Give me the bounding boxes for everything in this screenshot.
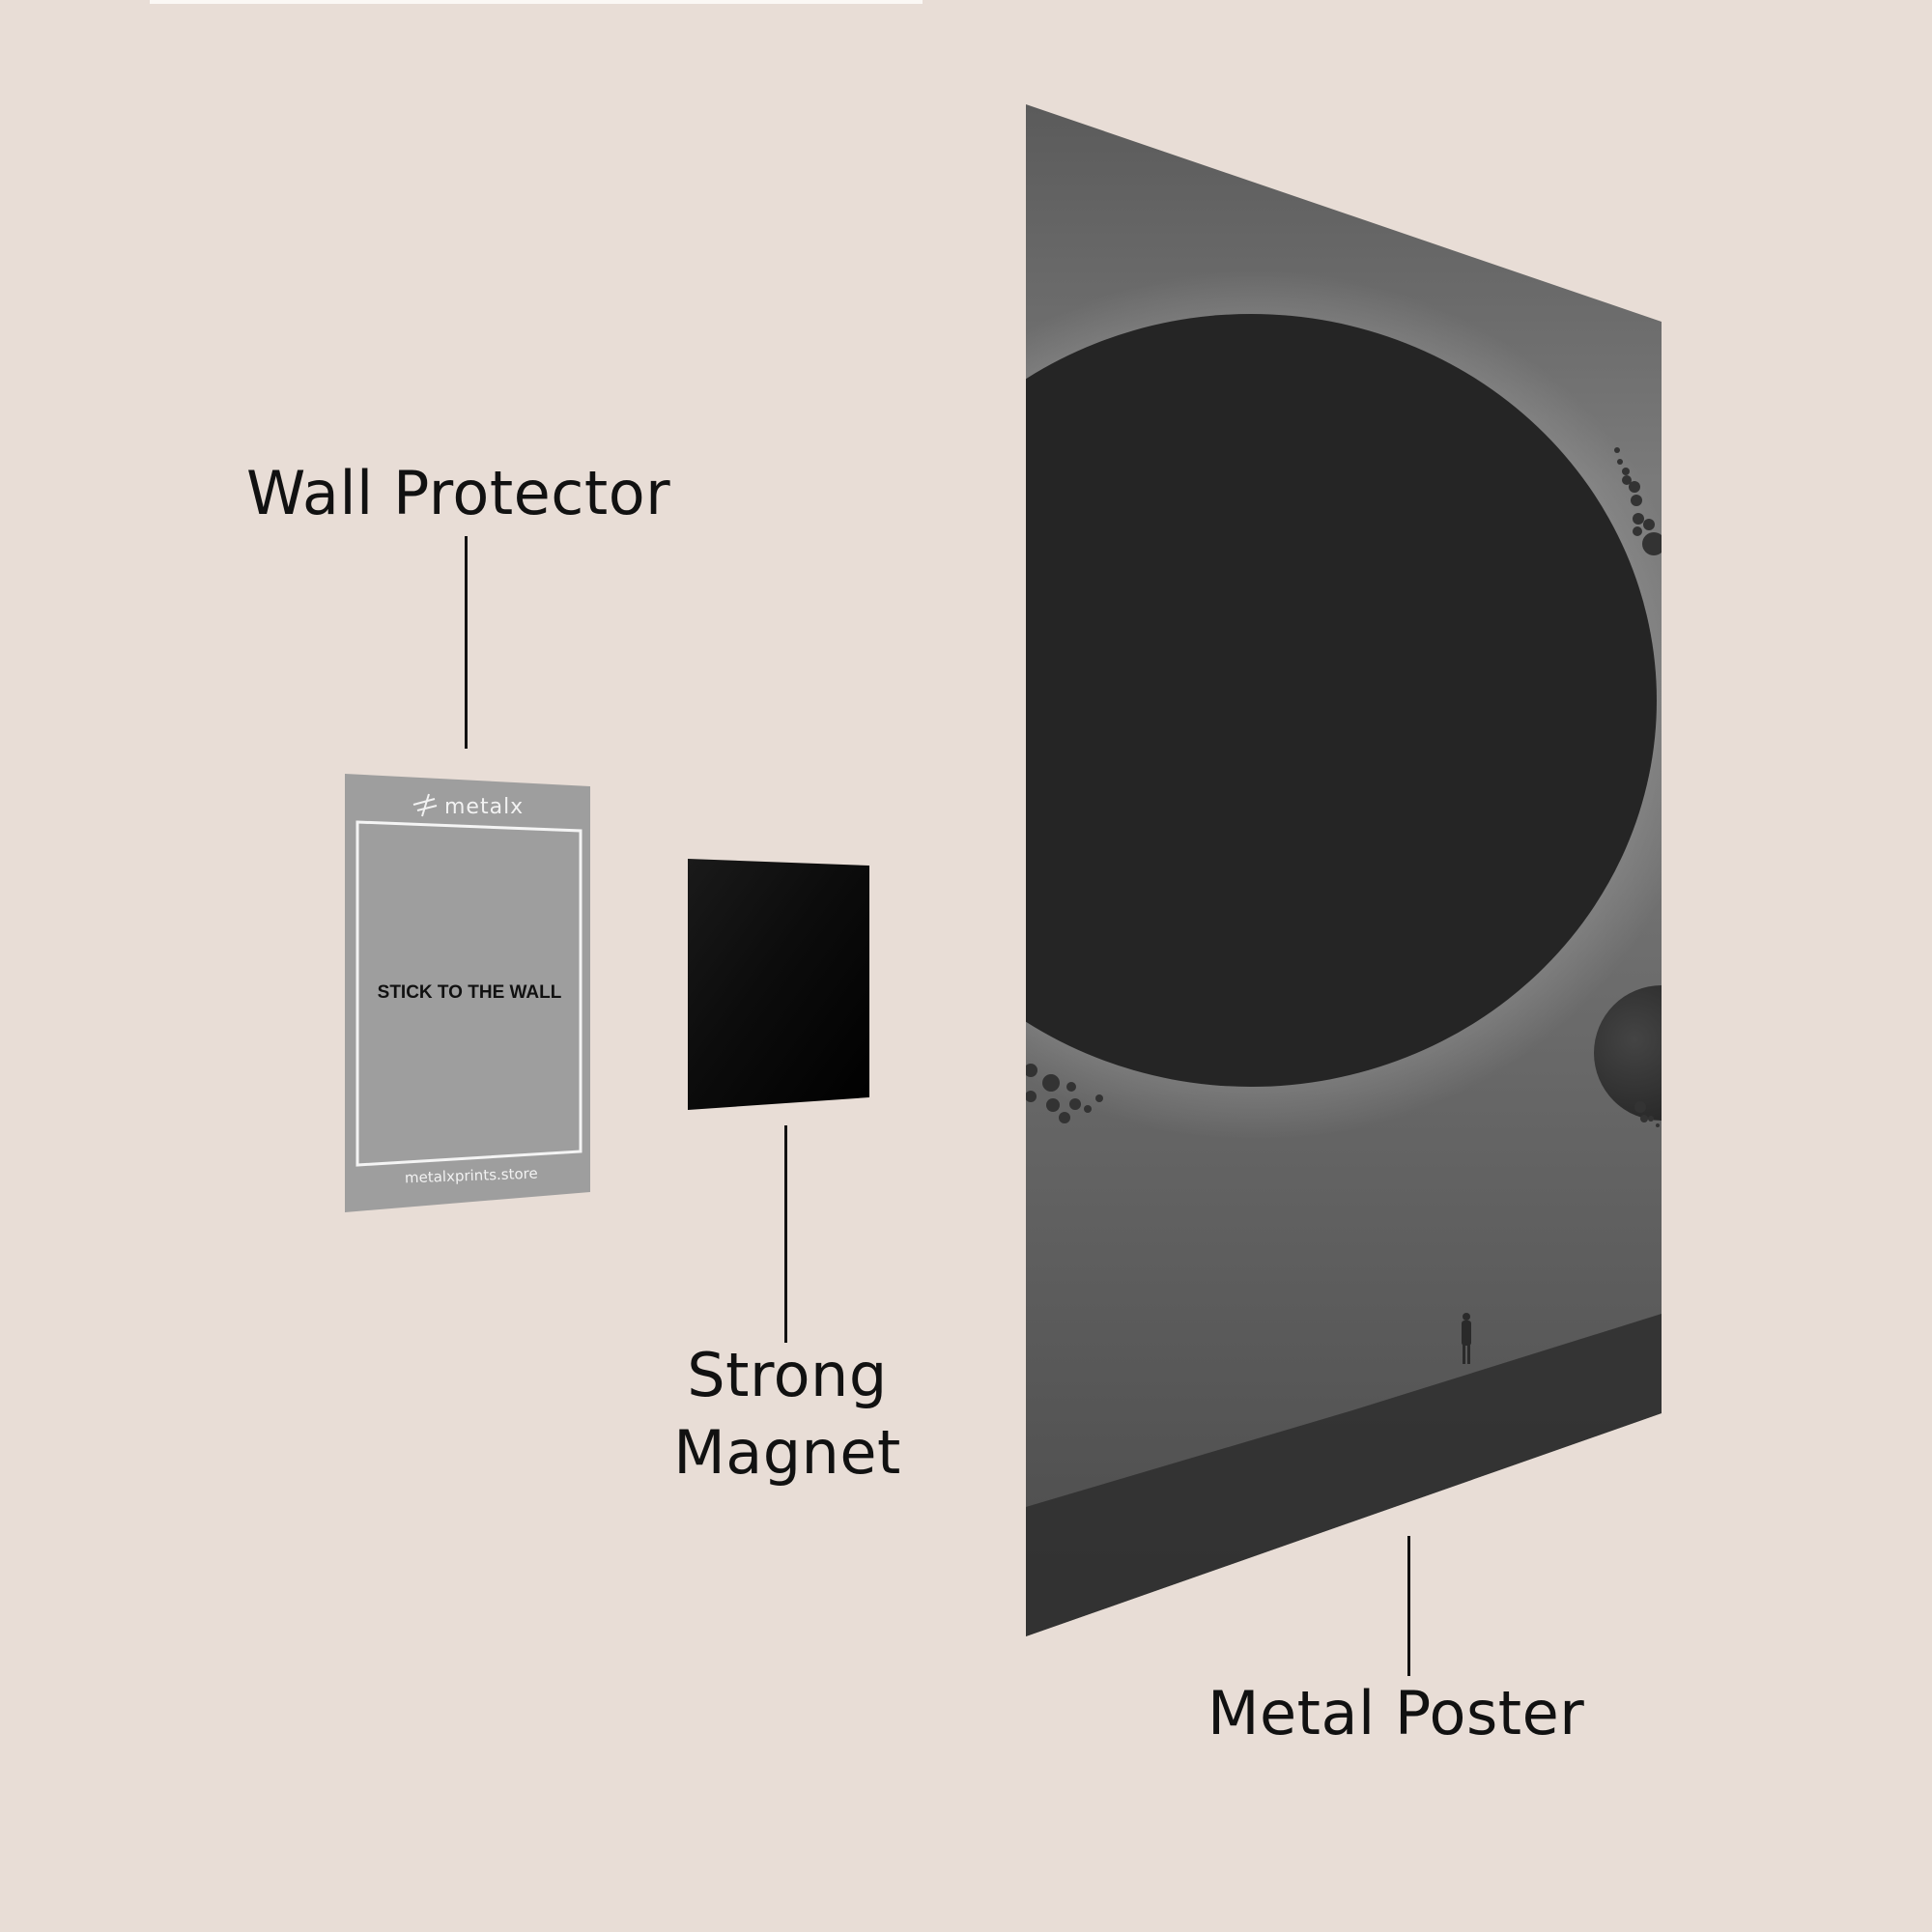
stick-to-wall-text: STICK TO THE WALL [378,982,562,1003]
large-planet [1026,314,1657,1087]
dots-left [1026,1064,1103,1123]
label-metal-poster: Metal Poster [1208,1678,1585,1748]
label-magnet: Magnet [673,1417,901,1488]
standing-figure-icon [1462,1313,1471,1364]
brand-text: metalx [444,795,524,819]
top-edge-strip [150,0,923,4]
leader-line-wall-protector [465,536,468,749]
label-strong: Strong [687,1340,888,1410]
website-text: metalxprints.store [405,1165,538,1187]
dots-right-bottom [1634,1101,1660,1127]
small-planet [1594,985,1662,1121]
metalx-logo-icon [412,793,438,817]
label-wall-protector: Wall Protector [246,458,671,528]
leader-line-metal-poster [1407,1536,1410,1676]
leader-line-magnet [784,1125,787,1343]
dots-right-top [1614,447,1662,555]
